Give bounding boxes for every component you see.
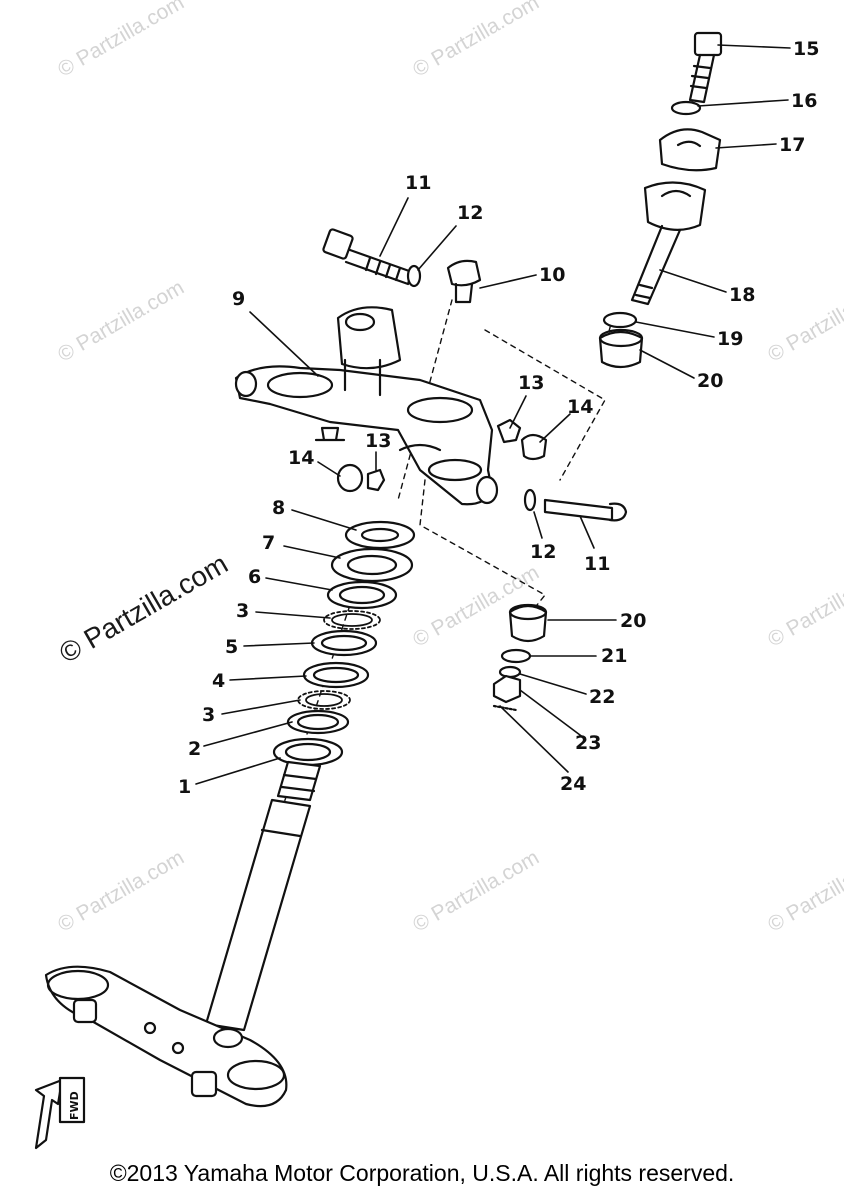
nut-13-left: [366, 468, 386, 492]
washer-19: [602, 311, 638, 329]
copyright-notice: ©2013 Yamaha Motor Corporation, U.S.A. A…: [109, 1160, 735, 1186]
cover-1: [272, 737, 344, 767]
race-5: [310, 629, 378, 657]
bolt-11-upper: [322, 228, 414, 286]
callout-11-upper: 11: [405, 172, 431, 194]
nut-23: [492, 674, 522, 704]
washer-22: [498, 665, 522, 679]
bolt-11-lower: [543, 498, 628, 522]
lower-holder-18: [630, 181, 707, 306]
callout-11-lower: 11: [584, 553, 610, 575]
callout-6: 6: [248, 566, 261, 588]
seal-7: [330, 547, 414, 583]
callout-7: 7: [262, 532, 275, 554]
washer-21: [500, 648, 532, 664]
race-2: [286, 709, 350, 735]
callout-22: 22: [589, 686, 615, 708]
pin-24: [492, 704, 518, 712]
callout-18: 18: [729, 284, 755, 306]
race-6: [326, 580, 398, 610]
callout-2: 2: [188, 738, 201, 760]
callout-12-lower: 12: [530, 541, 556, 563]
nut-13-right: [496, 418, 522, 444]
callout-24: 24: [560, 773, 586, 795]
callout-15: 15: [793, 38, 819, 60]
callout-14-left: 14: [288, 447, 314, 469]
callout-10: 10: [539, 264, 565, 286]
callout-20-upper: 20: [697, 370, 723, 392]
callout-17: 17: [779, 134, 805, 156]
callout-3-upper: 3: [236, 600, 249, 622]
washer-16: [670, 100, 702, 116]
washer-12-upper: [406, 264, 422, 288]
fwd-arrow-icon: [34, 1076, 86, 1150]
callout-19: 19: [717, 328, 743, 350]
bolt-15: [688, 31, 723, 104]
callout-16: 16: [791, 90, 817, 112]
callout-23: 23: [575, 732, 601, 754]
callout-21: 21: [601, 645, 627, 667]
race-4: [302, 661, 370, 689]
callout-13-right: 13: [518, 372, 544, 394]
balls-3-upper: [323, 610, 381, 630]
bolt-10: [446, 259, 482, 304]
damper-20-lower: [508, 603, 548, 643]
callout-5: 5: [225, 636, 238, 658]
callout-12-upper: 12: [457, 202, 483, 224]
clamp-pin: [314, 426, 346, 442]
callout-labels: 15 16 17 18 19 20 11 12 10 9 13 14 13 14…: [68, 38, 819, 1120]
callout-13-left: 13: [365, 430, 391, 452]
callout-8: 8: [272, 497, 285, 519]
callout-9: 9: [232, 288, 245, 310]
balls-3-lower: [297, 690, 351, 710]
damper-20-upper: [598, 328, 644, 369]
bearing-cover-8: [344, 520, 416, 550]
callout-14-right: 14: [567, 396, 593, 418]
callout-20-lower: 20: [620, 610, 646, 632]
washer-12-lower: [523, 488, 537, 512]
leader-lines: [195, 44, 791, 785]
callout-1: 1: [178, 776, 191, 798]
fwd-label: FWD: [68, 1091, 81, 1120]
callout-3-lower: 3: [202, 704, 215, 726]
upper-holder-17: [658, 128, 722, 172]
steering-stem: [204, 760, 322, 1032]
cap-nut-14-left: [336, 463, 364, 493]
cap-nut-14-right: [520, 433, 548, 461]
lower-bracket: [44, 965, 288, 1108]
callout-4: 4: [212, 670, 225, 692]
upper-bracket-9: [234, 306, 499, 506]
